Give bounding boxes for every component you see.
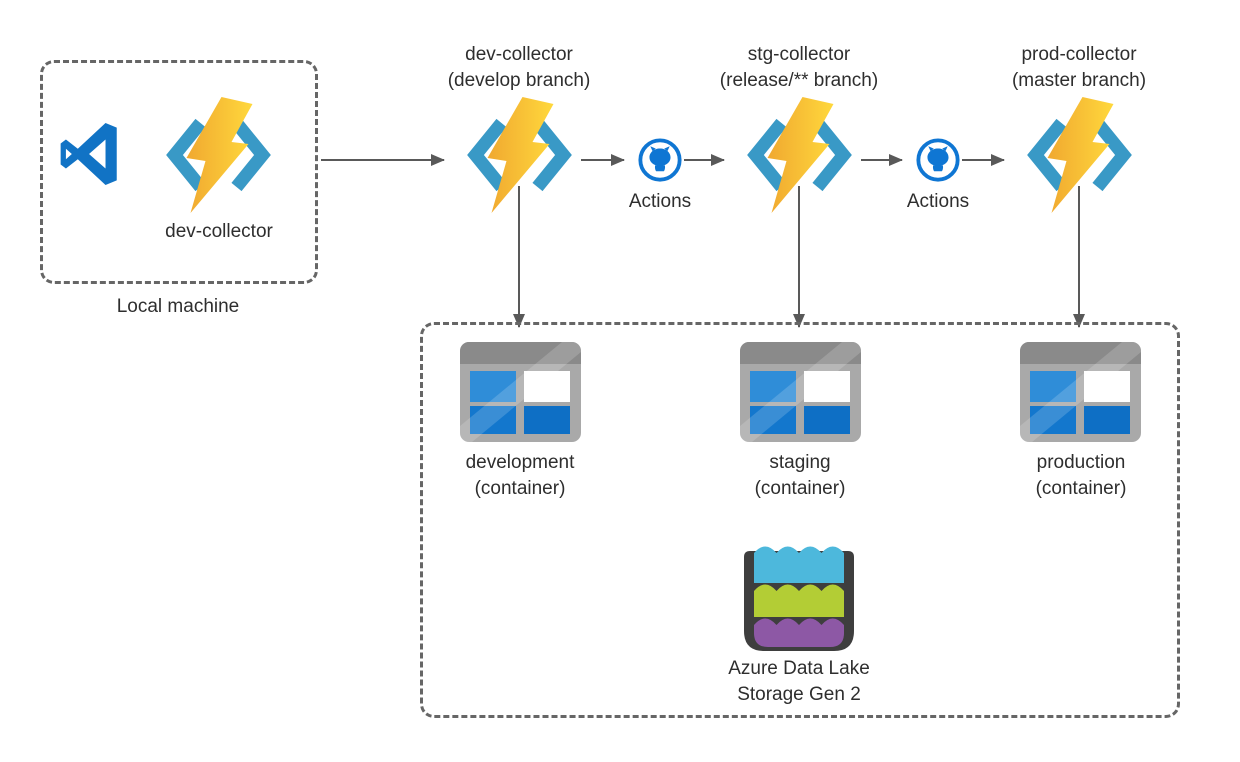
azure-functions-icon bbox=[459, 97, 580, 213]
storage-container-icon bbox=[740, 342, 861, 442]
staging-container-label: staging (container) bbox=[755, 450, 846, 502]
collector-branch: (master branch) bbox=[1011, 70, 1147, 91]
github-actions-icon bbox=[637, 137, 683, 183]
prod-collector-title: prod-collector (master branch) bbox=[1012, 42, 1146, 94]
local-machine-box bbox=[40, 60, 318, 284]
azure-functions-icon bbox=[158, 97, 279, 213]
storage-container-icon bbox=[1020, 342, 1141, 442]
azure-functions-icon bbox=[1019, 97, 1140, 213]
collector-name: stg-collector bbox=[747, 44, 851, 65]
storage-container-icon bbox=[460, 342, 581, 442]
local-machine-label: Local machine bbox=[116, 296, 240, 317]
container-name: development bbox=[465, 452, 575, 473]
stg-collector-title: stg-collector (release/** branch) bbox=[720, 42, 878, 94]
container-name: staging bbox=[769, 452, 831, 473]
data-lake-label-line2: Storage Gen 2 bbox=[737, 684, 861, 705]
container-sub: (container) bbox=[1035, 478, 1127, 499]
github-actions-icon bbox=[915, 137, 961, 183]
actions-label: Actions bbox=[628, 191, 692, 212]
dev-collector-title: dev-collector (develop branch) bbox=[448, 42, 591, 94]
vscode-icon bbox=[58, 120, 124, 188]
data-lake-storage-icon bbox=[738, 541, 860, 653]
container-sub: (container) bbox=[754, 478, 846, 499]
collector-name: prod-collector bbox=[1021, 44, 1137, 65]
local-function-label: dev-collector bbox=[165, 221, 273, 242]
container-name: production bbox=[1036, 452, 1126, 473]
collector-branch: (release/** branch) bbox=[719, 70, 879, 91]
data-lake-label-line1: Azure Data Lake bbox=[728, 658, 870, 679]
data-lake-label: Azure Data Lake Storage Gen 2 bbox=[728, 656, 870, 708]
production-container-label: production (container) bbox=[1036, 450, 1127, 502]
actions-label: Actions bbox=[906, 191, 970, 212]
development-container-label: development (container) bbox=[466, 450, 575, 502]
collector-name: dev-collector bbox=[465, 44, 573, 65]
container-sub: (container) bbox=[474, 478, 566, 499]
collector-branch: (develop branch) bbox=[447, 70, 591, 91]
azure-functions-icon bbox=[739, 97, 860, 213]
